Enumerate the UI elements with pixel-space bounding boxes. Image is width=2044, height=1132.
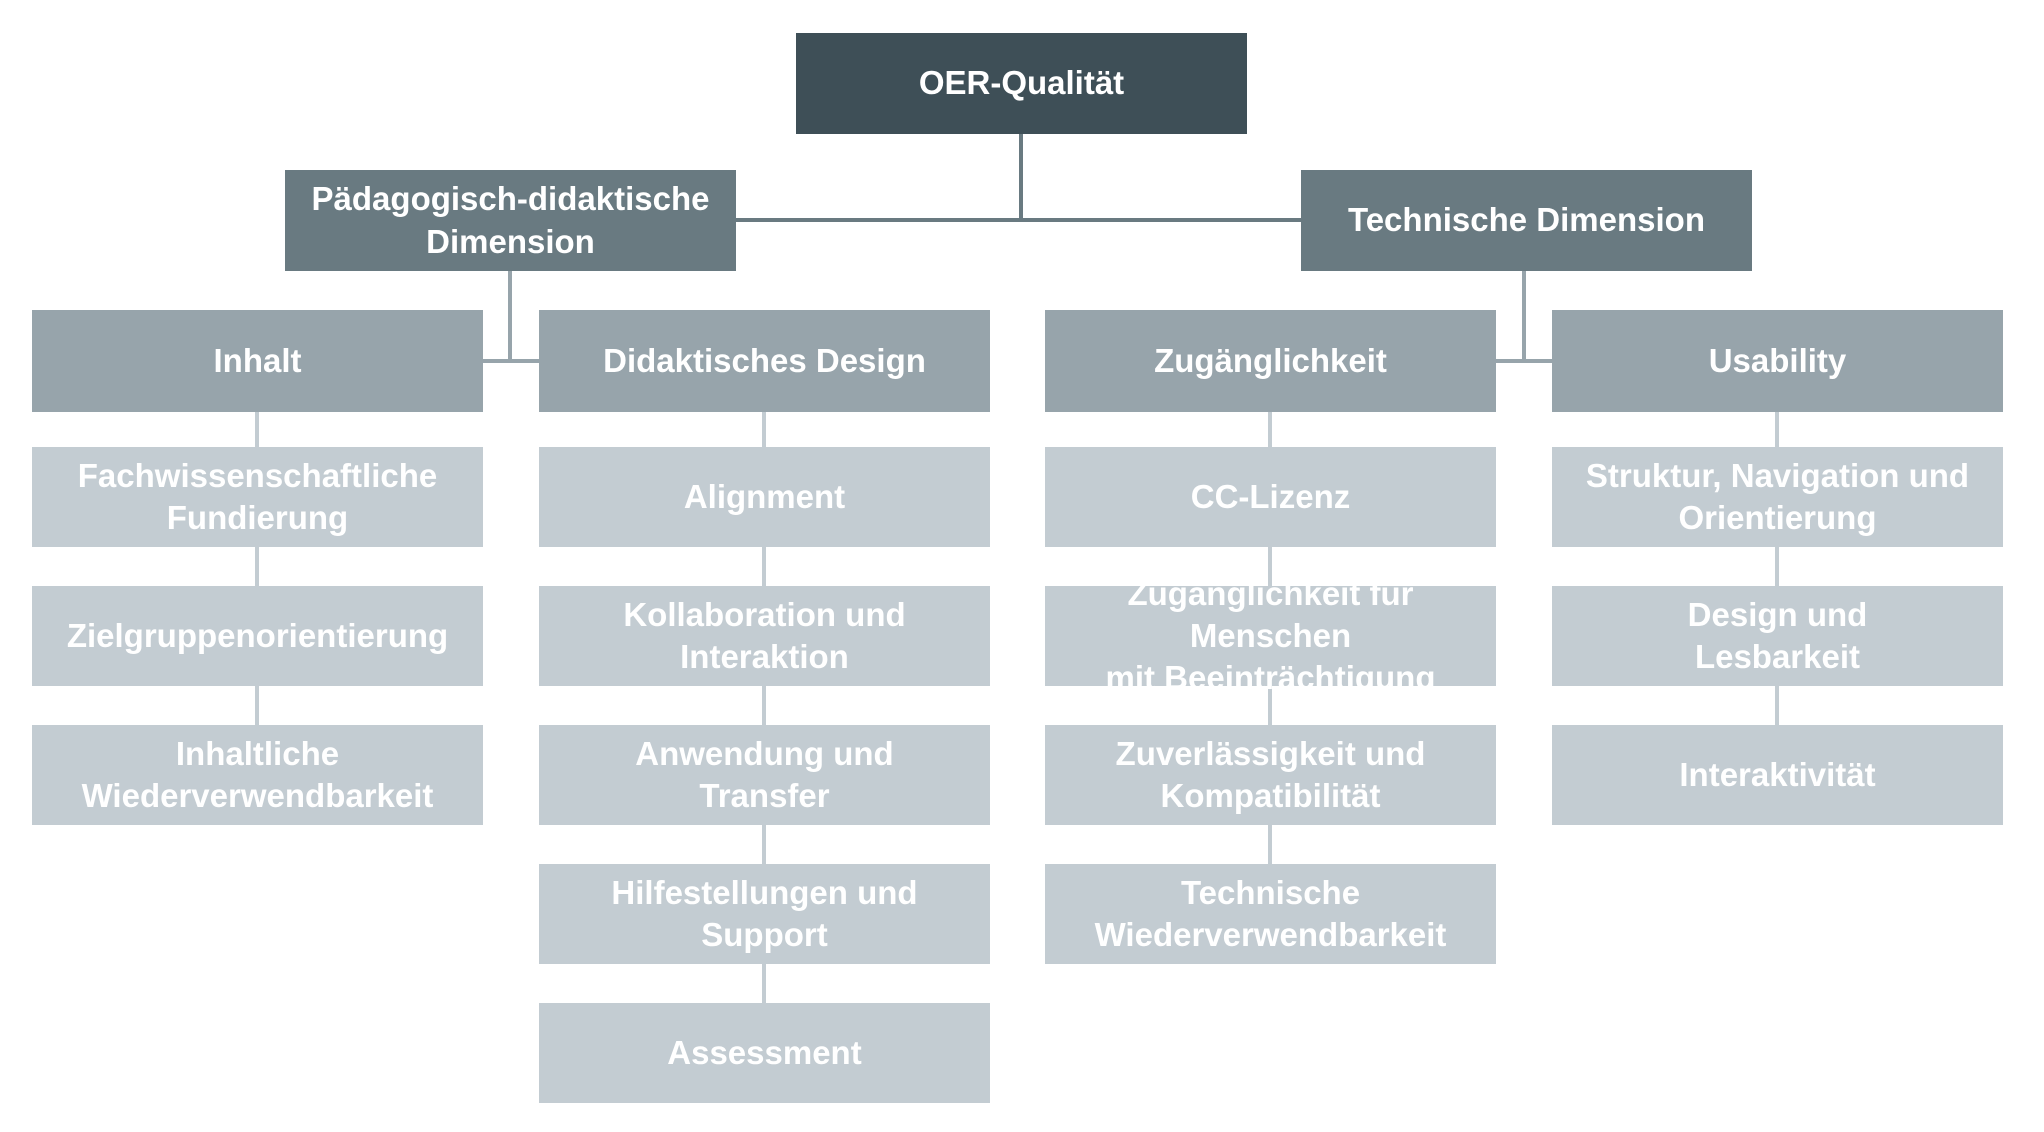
connector-root-vertical: [1019, 133, 1023, 222]
node-criterion-hilfestellungen-und-support: Hilfestellungen und Support: [539, 864, 990, 964]
node-criterion-technische-wiederverwendbarkeit: Technische Wiederverwendbarkeit: [1045, 864, 1496, 964]
node-criterion-fachwissenschaftliche-fundierung-label: Fachwissenschaftliche Fundierung: [77, 456, 438, 536]
node-oer-qualitaet-label: OER-Qualität: [918, 64, 1125, 102]
node-criterion-assessment: Assessment: [539, 1003, 990, 1103]
node-criterion-struktur-navigation-orientierung-label: Struktur, Navigation und Orientierung: [1585, 456, 1970, 536]
node-category-usability: Usability: [1552, 310, 2003, 412]
node-criterion-inhaltliche-wiederverwendbarkeit: Inhaltliche Wiederverwendbarkeit: [32, 725, 483, 825]
node-criterion-zugaenglichkeit-fuer-menschen-label: Zugänglichkeit für Menschen mit Beeinträ…: [1105, 574, 1436, 697]
connector-column-usability: [1775, 412, 1779, 725]
connector-paedagogisch-vertical: [508, 270, 512, 363]
node-criterion-interaktivitaet-label: Interaktivität: [1679, 755, 1876, 793]
node-criterion-anwendung-und-transfer-label: Anwendung und Transfer: [635, 734, 894, 814]
node-category-zugaenglichkeit-label: Zugänglichkeit: [1154, 341, 1387, 379]
node-criterion-kollaboration-und-interaktion-label: Kollaboration und Interaktion: [623, 595, 906, 675]
node-criterion-fachwissenschaftliche-fundierung: Fachwissenschaftliche Fundierung: [32, 447, 483, 547]
node-criterion-zielgruppenorientierung: Zielgruppenorientierung: [32, 586, 483, 686]
node-category-zugaenglichkeit: Zugänglichkeit: [1045, 310, 1496, 412]
node-criterion-zuverlaessigkeit-und-kompatibilitaet-label: Zuverlässigkeit und Kompatibilität: [1115, 734, 1426, 814]
node-criterion-zugaenglichkeit-fuer-menschen: Zugänglichkeit für Menschen mit Beeinträ…: [1045, 575, 1496, 696]
connector-column-inhalt: [255, 412, 259, 725]
node-dimension-paedagogisch-didaktisch-label: Pädagogisch-didaktische Dimension: [311, 180, 710, 260]
node-criterion-assessment-label: Assessment: [667, 1033, 862, 1071]
node-category-inhalt: Inhalt: [32, 310, 483, 412]
node-criterion-technische-wiederverwendbarkeit-label: Technische Wiederverwendbarkeit: [1094, 873, 1447, 953]
connector-dimensions-horizontal: [736, 218, 1301, 222]
node-criterion-struktur-navigation-orientierung: Struktur, Navigation und Orientierung: [1552, 447, 2003, 547]
node-criterion-inhaltliche-wiederverwendbarkeit-label: Inhaltliche Wiederverwendbarkeit: [81, 734, 434, 814]
node-criterion-hilfestellungen-und-support-label: Hilfestellungen und Support: [611, 873, 918, 953]
node-criterion-alignment-label: Alignment: [683, 477, 846, 515]
connector-inhalt-didaktik-horizontal: [483, 359, 539, 363]
node-criterion-kollaboration-und-interaktion: Kollaboration und Interaktion: [539, 586, 990, 686]
node-category-didaktisches-design-label: Didaktisches Design: [603, 341, 926, 379]
node-criterion-interaktivitaet: Interaktivität: [1552, 725, 2003, 825]
connector-column-didaktisches-design: [762, 412, 766, 1003]
node-criterion-design-und-lesbarkeit-label: Design und Lesbarkeit: [1687, 595, 1868, 675]
node-criterion-zielgruppenorientierung-label: Zielgruppenorientierung: [66, 616, 449, 654]
node-category-didaktisches-design: Didaktisches Design: [539, 310, 990, 412]
connector-zugaenglichkeit-usability-horizontal: [1496, 359, 1552, 363]
node-criterion-cc-lizenz: CC-Lizenz: [1045, 447, 1496, 547]
node-criterion-anwendung-und-transfer: Anwendung und Transfer: [539, 725, 990, 825]
connector-technisch-vertical: [1522, 270, 1526, 363]
node-dimension-paedagogisch-didaktisch: Pädagogisch-didaktische Dimension: [285, 170, 736, 271]
node-criterion-zuverlaessigkeit-und-kompatibilitaet: Zuverlässigkeit und Kompatibilität: [1045, 725, 1496, 825]
node-criterion-design-und-lesbarkeit: Design und Lesbarkeit: [1552, 586, 2003, 686]
node-criterion-cc-lizenz-label: CC-Lizenz: [1190, 477, 1351, 515]
node-dimension-technisch: Technische Dimension: [1301, 170, 1752, 271]
node-category-inhalt-label: Inhalt: [213, 341, 302, 379]
node-oer-qualitaet: OER-Qualität: [796, 33, 1247, 134]
node-dimension-technisch-label: Technische Dimension: [1348, 201, 1705, 239]
node-criterion-alignment: Alignment: [539, 447, 990, 547]
node-category-usability-label: Usability: [1708, 341, 1847, 379]
